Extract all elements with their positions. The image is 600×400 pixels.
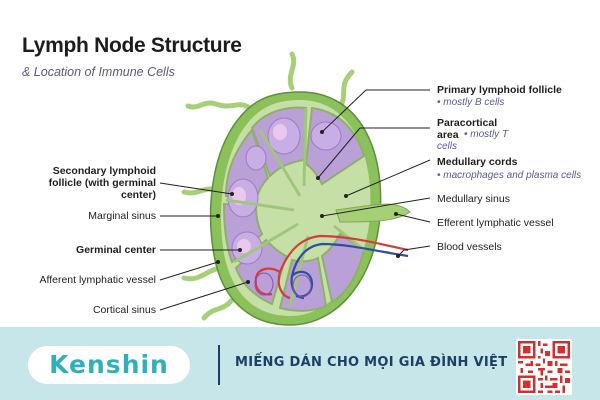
label-secondary-line2: follicle (with germinal (48, 177, 156, 189)
capillary-loops (254, 272, 312, 298)
leader-lines (159, 89, 431, 311)
label-medullary-cords: Medullary cords (437, 156, 518, 168)
note-primary-follicle: • mostly B cells (437, 97, 505, 108)
lymph-node-diagram (159, 51, 431, 326)
banner-divider (218, 345, 220, 385)
brand-name: Kenshin (49, 350, 169, 379)
label-efferent-vessel: Efferent lymphatic vessel (437, 217, 554, 229)
label-paracortical: Paracortical (437, 117, 498, 129)
qr-code-graphic (518, 341, 570, 393)
diagram-title: Lymph Node Structure (22, 34, 242, 57)
leader-dots (216, 130, 400, 284)
label-blood-vessels: Blood vessels (437, 241, 502, 253)
note-paracortical: • mostly T (464, 129, 509, 140)
label-paracortical-area: area (437, 129, 459, 141)
label-medullary-sinus: Medullary sinus (437, 193, 510, 205)
medulla (292, 192, 344, 236)
brand-slogan: MIẾNG DÁN CHO MỌI GIA ĐÌNH VIỆT (235, 355, 508, 370)
label-primary-follicle: Primary lymphoid follicle (437, 84, 562, 96)
brand-logo[interactable]: Kenshin (28, 346, 190, 384)
note-medullary-cords: • macrophages and plasma cells (437, 170, 582, 181)
efferent-vessel (335, 203, 411, 223)
label-marginal-sinus: Marginal sinus (88, 210, 156, 222)
label-secondary-line3: center) (120, 189, 156, 201)
brand-banner: Kenshin MIẾNG DÁN CHO MỌI GIA ĐÌNH VIỆT (0, 327, 600, 400)
qr-code-icon[interactable] (516, 339, 572, 395)
label-cortical-sinus: Cortical sinus (92, 304, 156, 316)
label-secondary-follicle: Secondary lymphoid follicle (with germin… (20, 165, 156, 201)
note-paracortical-cont: cells (437, 141, 458, 152)
label-afferent-vessel: Afferent lymphatic vessel (39, 274, 156, 286)
label-secondary-line1: Secondary lymphoid (52, 165, 156, 177)
label-germinal-center: Germinal center (76, 244, 156, 256)
diagram-subtitle: & Location of Immune Cells (22, 65, 175, 79)
